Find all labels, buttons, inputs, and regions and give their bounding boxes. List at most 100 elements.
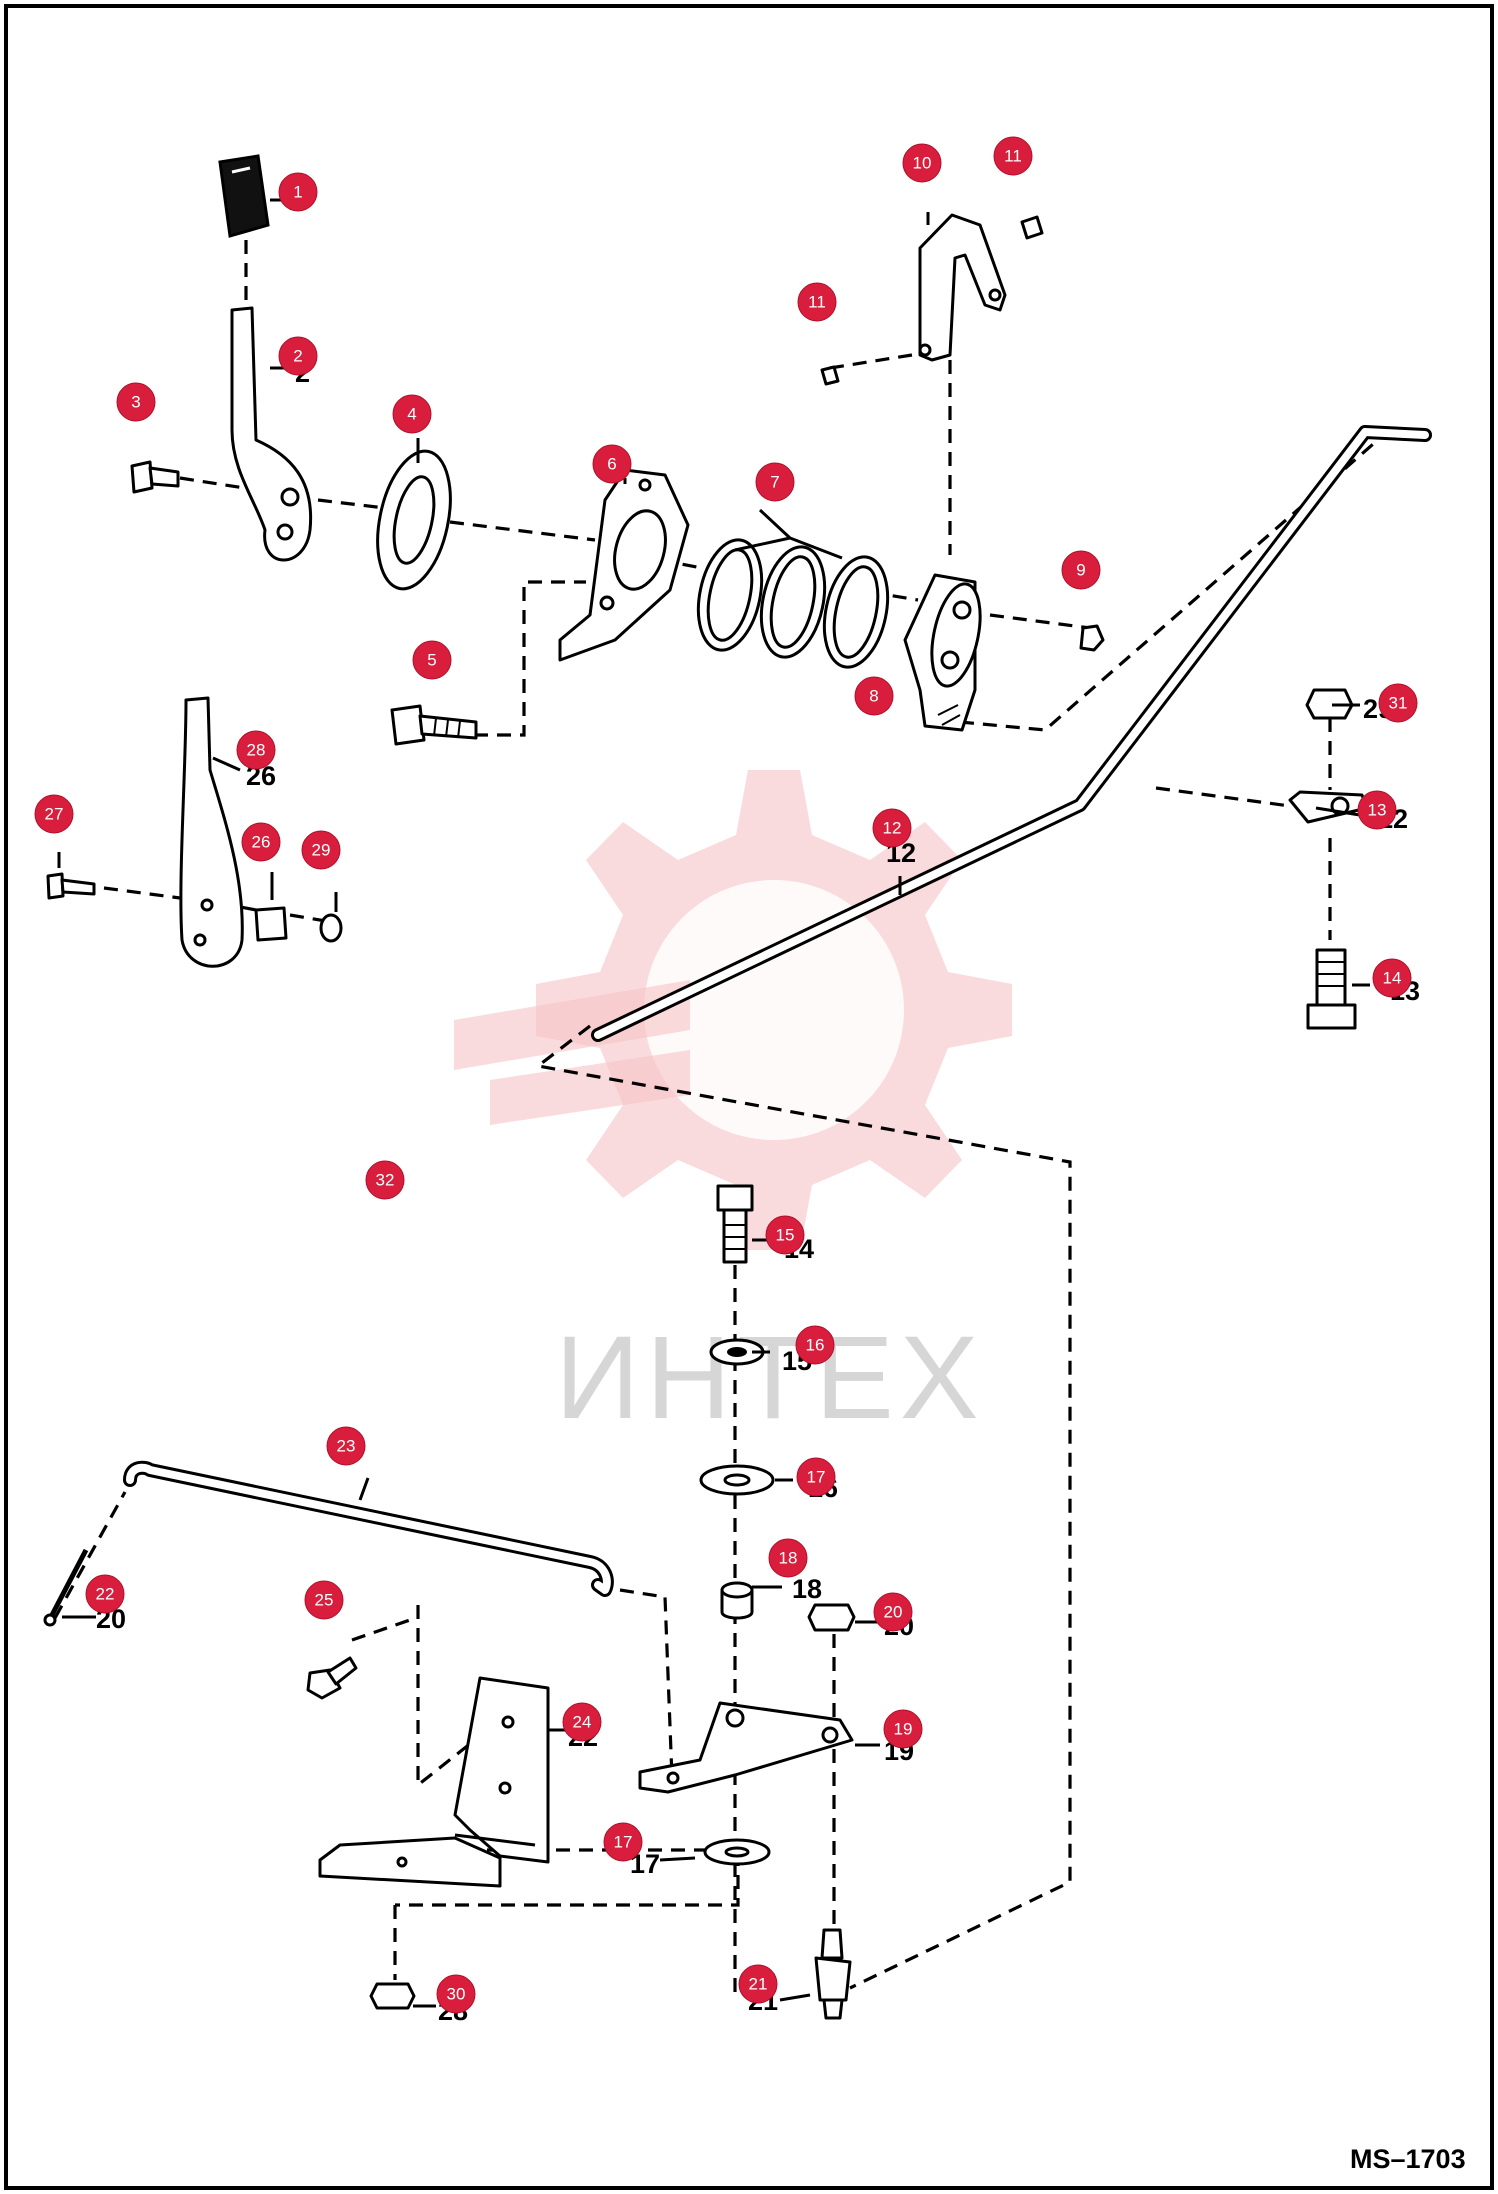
callout-c24[interactable]: 24 (562, 1702, 602, 1742)
callout-c26[interactable]: 26 (241, 822, 281, 862)
part-14-bolt (1306, 948, 1357, 1030)
callout-label: 20 (884, 1603, 903, 1622)
callout-c10[interactable]: 10 (902, 143, 942, 183)
callout-label: 6 (607, 455, 616, 474)
callout-c21[interactable]: 21 (738, 1964, 778, 2004)
callout-marker[interactable] (326, 1426, 366, 1466)
callout-c29[interactable]: 29 (301, 830, 341, 870)
part-26-spacer (254, 906, 288, 942)
callout-label: 17 (614, 1833, 633, 1852)
callout-marker[interactable] (795, 1325, 835, 1365)
callout-c7[interactable]: 7 (755, 462, 795, 502)
callout-c30[interactable]: 30 (436, 1974, 476, 2014)
callout-c32[interactable]: 32 (365, 1160, 405, 1200)
callout-c13[interactable]: 13 (1357, 790, 1397, 830)
callout-c15[interactable]: 15 (765, 1215, 805, 1255)
callout-marker[interactable] (412, 640, 452, 680)
callout-c3[interactable]: 3 (116, 382, 156, 422)
callout-c12[interactable]: 12 (872, 808, 912, 848)
callout-label: 30 (447, 1985, 466, 2004)
callout-label: 26 (252, 833, 271, 852)
callout-marker[interactable] (436, 1974, 476, 2014)
callout-c4[interactable]: 4 (392, 394, 432, 434)
callout-c9[interactable]: 9 (1061, 550, 1101, 590)
callout-c22[interactable]: 22 (85, 1574, 125, 1614)
callout-marker[interactable] (883, 1709, 923, 1749)
part-24-bracket (318, 1676, 550, 1888)
callout-marker[interactable] (872, 808, 912, 848)
callout-c25[interactable]: 25 (304, 1580, 344, 1620)
callout-label: 11 (1004, 147, 1022, 166)
callout-c18[interactable]: 18 (768, 1538, 808, 1578)
callout-marker[interactable] (365, 1160, 405, 1200)
callout-c11b[interactable]: 11 (797, 282, 837, 322)
callout-label: 29 (312, 841, 331, 860)
callout-c2[interactable]: 2 (278, 336, 318, 376)
callout-c6[interactable]: 6 (592, 444, 632, 484)
callout-marker[interactable] (304, 1580, 344, 1620)
watermark-text: ИНТЕХ (555, 1312, 985, 1444)
callout-marker[interactable] (278, 172, 318, 212)
part-15-bolt (716, 1184, 754, 1264)
part-29-nut (319, 913, 343, 943)
part-31-flange-nut (1305, 688, 1354, 720)
callout-marker[interactable] (738, 1964, 778, 2004)
callout-label: 16 (806, 1336, 825, 1355)
callout-label: 21 (749, 1975, 768, 1994)
callout-marker[interactable] (562, 1702, 602, 1742)
callout-marker[interactable] (755, 462, 795, 502)
callout-c11a[interactable]: 11 (993, 136, 1033, 176)
callout-label: 4 (407, 405, 416, 424)
callout-c28[interactable]: 28 (236, 730, 276, 770)
callout-marker[interactable] (1372, 958, 1412, 998)
callout-marker[interactable] (301, 830, 341, 870)
callout-c20[interactable]: 20 (873, 1592, 913, 1632)
callout-c17a[interactable]: 17 (796, 1457, 836, 1497)
part-8-pulley (903, 573, 982, 732)
callout-c31[interactable]: 31 (1378, 683, 1418, 723)
callout-marker[interactable] (603, 1822, 643, 1862)
callout-marker[interactable] (241, 822, 281, 862)
callout-marker[interactable] (1061, 550, 1101, 590)
callout-marker[interactable] (236, 730, 276, 770)
callout-c19[interactable]: 19 (883, 1709, 923, 1749)
callout-c8[interactable]: 8 (854, 676, 894, 716)
callout-c27[interactable]: 27 (34, 794, 74, 834)
callout-marker[interactable] (768, 1538, 808, 1578)
callout-c23[interactable]: 23 (326, 1426, 366, 1466)
callout-marker[interactable] (873, 1592, 913, 1632)
callout-label: 28 (247, 741, 266, 760)
part-17-washer-lower (703, 1838, 771, 1866)
callout-marker[interactable] (85, 1574, 125, 1614)
part-18-spacer (720, 1581, 754, 1620)
part-4-washer (376, 449, 452, 591)
part-13-clamp (1288, 790, 1369, 824)
callout-label: 23 (337, 1437, 356, 1456)
callout-label: 13 (1368, 801, 1387, 820)
callout-c17b[interactable]: 17 (603, 1822, 643, 1862)
callout-marker[interactable] (993, 136, 1033, 176)
callout-marker[interactable] (1357, 790, 1397, 830)
callout-marker[interactable] (278, 336, 318, 376)
callout-marker[interactable] (34, 794, 74, 834)
callout-c16[interactable]: 16 (795, 1325, 835, 1365)
callout-label: 32 (376, 1171, 395, 1190)
watermark-gear-icon (454, 770, 1012, 1250)
callout-marker[interactable] (797, 282, 837, 322)
callout-marker[interactable] (116, 382, 156, 422)
callout-marker[interactable] (392, 394, 432, 434)
callout-marker[interactable] (765, 1215, 805, 1255)
callout-c14[interactable]: 14 (1372, 958, 1412, 998)
callout-marker[interactable] (796, 1457, 836, 1497)
callout-c1[interactable]: 1 (278, 172, 318, 212)
assembly-lines (53, 240, 1397, 2000)
callout-label: 15 (776, 1226, 795, 1245)
callout-marker[interactable] (854, 676, 894, 716)
part-3-shoulder-bolt (130, 460, 180, 494)
callout-label: 31 (1389, 694, 1408, 713)
callout-marker[interactable] (902, 143, 942, 183)
callout-c5[interactable]: 5 (412, 640, 452, 680)
callout-marker[interactable] (592, 444, 632, 484)
callout-marker[interactable] (1378, 683, 1418, 723)
